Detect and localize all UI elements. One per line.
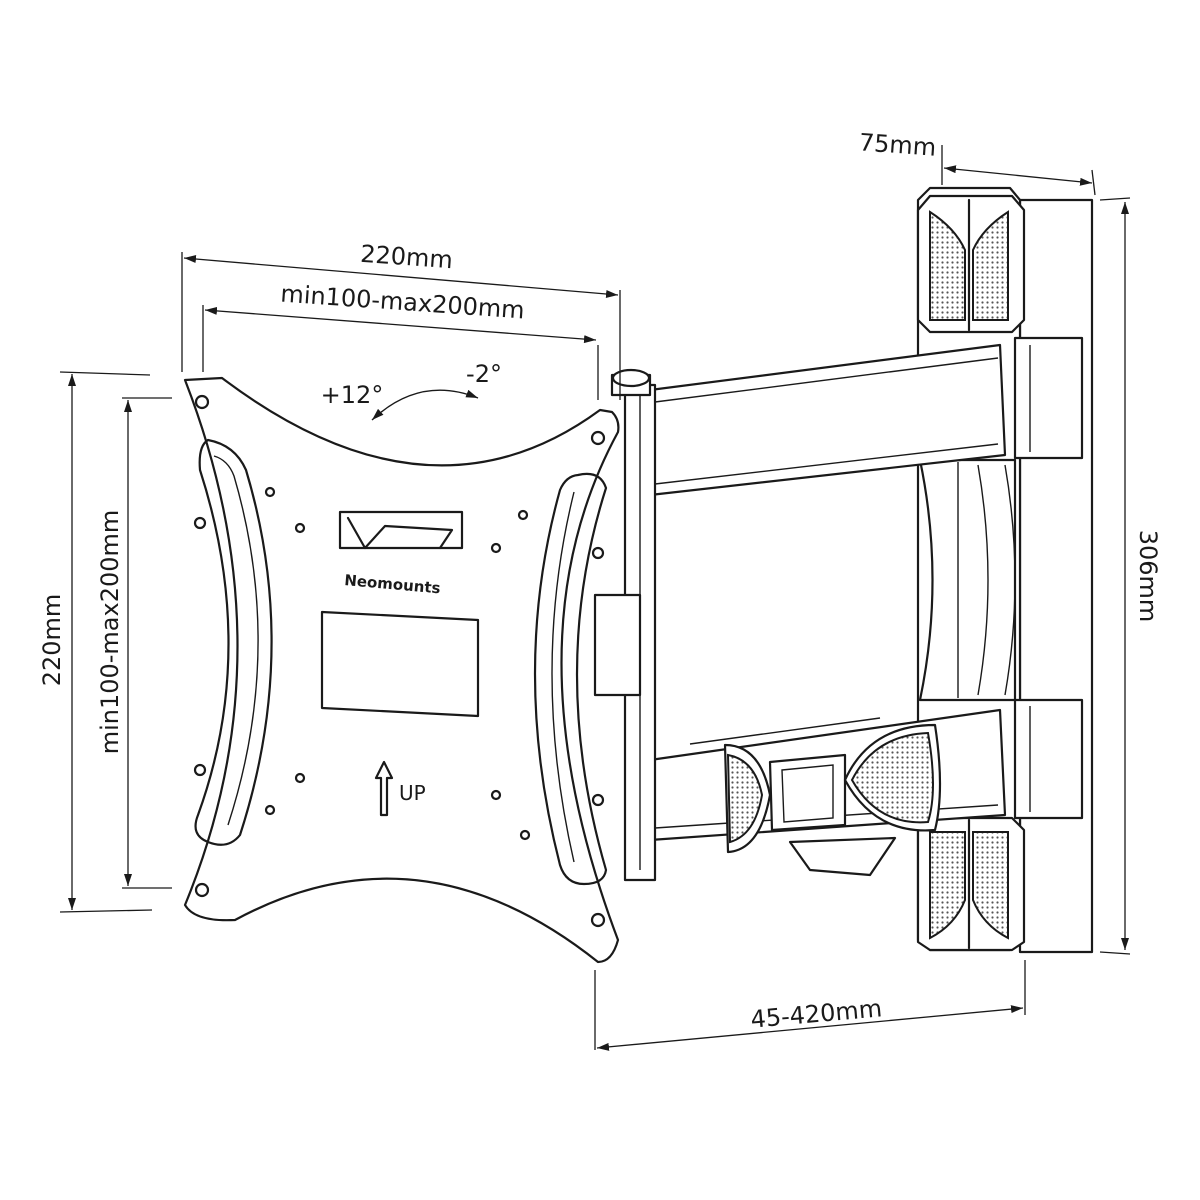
tilt-up-label: +12° xyxy=(321,381,384,409)
dimension-lines xyxy=(59,145,1131,1051)
mounting-holes xyxy=(193,394,606,928)
up-label: UP xyxy=(399,781,426,805)
dim-arm-reach: 45-420mm xyxy=(749,994,883,1033)
dim-vesa-height: min100-max200mm xyxy=(96,510,124,755)
tilt-down-label: -2° xyxy=(466,360,502,388)
dim-vesa-width: min100-max200mm xyxy=(280,280,526,325)
vesa-plate: Neomounts UP xyxy=(183,376,620,964)
dim-plate-height: 220mm xyxy=(38,594,66,687)
articulating-arms xyxy=(593,343,1007,882)
dim-plate-width: 220mm xyxy=(359,240,453,274)
wall-plate xyxy=(916,186,1094,954)
dim-wall-plate-height: 306mm xyxy=(1134,530,1162,623)
dim-wall-plate-width: 75mm xyxy=(858,128,937,161)
